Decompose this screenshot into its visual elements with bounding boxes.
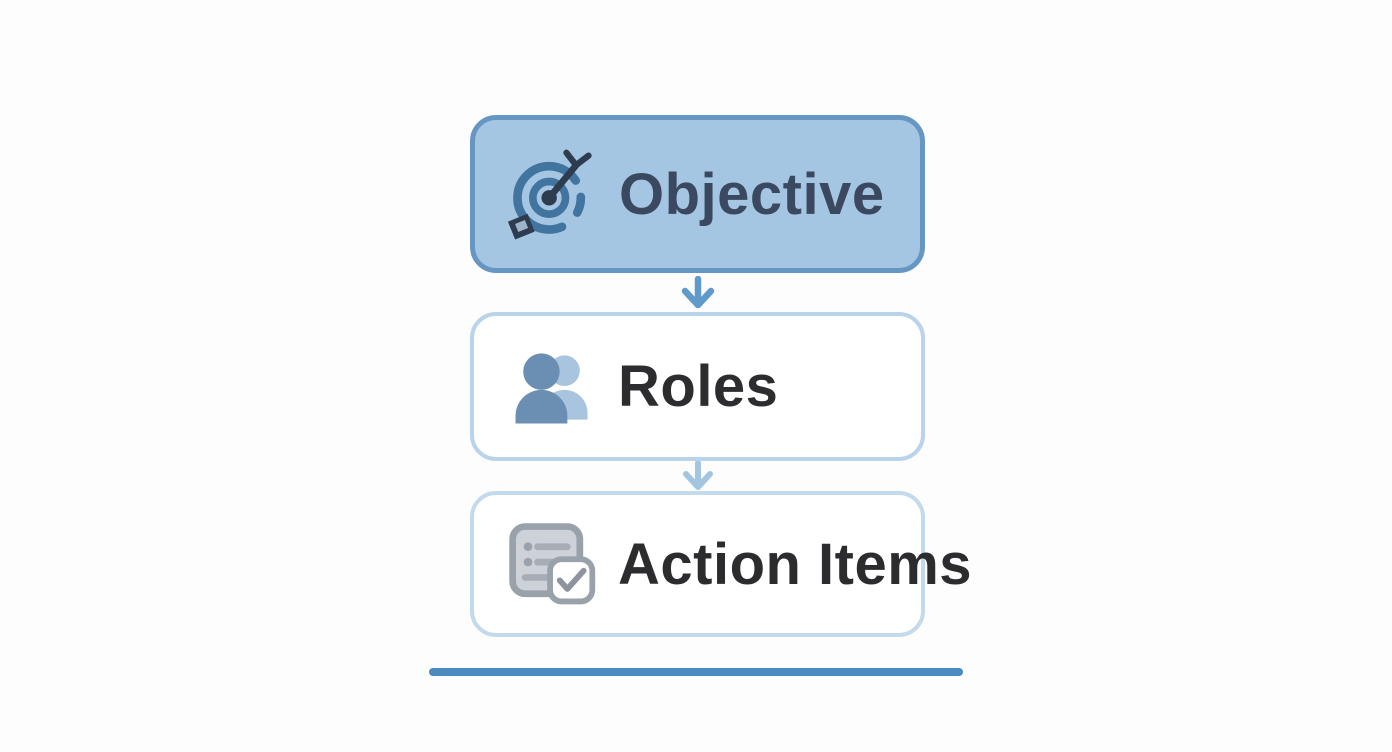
arrow-down-icon xyxy=(679,273,717,312)
arrow-down-icon xyxy=(680,461,716,491)
target-icon xyxy=(505,146,601,242)
node-objective: Objective xyxy=(470,115,925,273)
checklist-check-icon xyxy=(504,516,600,612)
node-roles-label: Roles xyxy=(618,354,779,419)
node-objective-label: Objective xyxy=(619,161,885,227)
people-icon xyxy=(504,339,600,435)
node-action-items-label: Action Items xyxy=(618,531,973,597)
node-roles: Roles xyxy=(470,312,925,461)
footer-divider-line xyxy=(429,668,963,676)
flow-diagram: Objective Roles xyxy=(470,115,972,637)
node-action-items: Action Items xyxy=(470,491,972,637)
